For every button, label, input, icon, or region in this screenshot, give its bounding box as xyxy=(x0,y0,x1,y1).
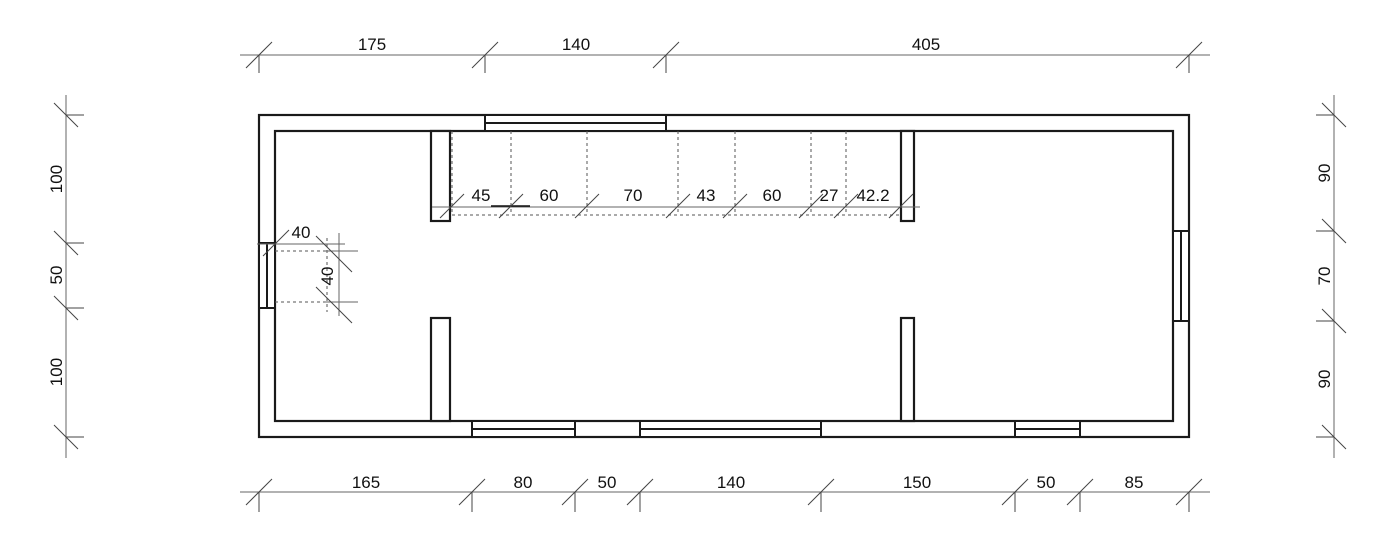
window-bottom-3 xyxy=(1014,420,1081,438)
window-right xyxy=(1172,230,1190,322)
window-left xyxy=(258,242,276,309)
pillar-left-bottom xyxy=(429,316,452,423)
window-bottom-2 xyxy=(639,420,822,438)
dim-top-2: 140 xyxy=(562,35,590,54)
dim-right-2: 70 xyxy=(1315,267,1334,286)
dim-bottom-4: 140 xyxy=(717,473,745,492)
dim-left-1: 100 xyxy=(47,165,66,193)
dim-bottom-5: 150 xyxy=(903,473,931,492)
dim-interior-3: 70 xyxy=(624,186,643,205)
dim-top-3: 405 xyxy=(912,35,940,54)
dim-bottom-3: 50 xyxy=(598,473,617,492)
windows xyxy=(258,114,1190,438)
dimension-chain-interior: 45 60 70 43 60 27 42.2 xyxy=(432,186,920,219)
pillar-right-bottom xyxy=(899,316,916,423)
dimension-chain-bottom: 165 80 50 140 150 50 85 xyxy=(240,473,1210,512)
dim-window-offset: 40 xyxy=(292,223,311,242)
dim-interior-1: 45 xyxy=(472,186,491,205)
dimension-left-window: 40 40 xyxy=(257,223,358,324)
dim-bottom-1: 165 xyxy=(352,473,380,492)
dim-right-3: 90 xyxy=(1315,370,1334,389)
dim-top-1: 175 xyxy=(358,35,386,54)
dim-right-1: 90 xyxy=(1315,164,1334,183)
window-bottom-1 xyxy=(471,420,576,438)
dim-left-3: 100 xyxy=(47,358,66,386)
dim-bottom-6: 50 xyxy=(1037,473,1056,492)
dim-interior-7: 42.2 xyxy=(856,186,889,205)
dim-left-2: 50 xyxy=(47,266,66,285)
walls xyxy=(257,113,1191,439)
dim-interior-5: 60 xyxy=(763,186,782,205)
dim-interior-4: 43 xyxy=(697,186,716,205)
pillar-right-top xyxy=(899,129,916,223)
window-top xyxy=(484,114,667,132)
pillar-left-top xyxy=(429,129,452,223)
interior-guides xyxy=(275,131,901,312)
dim-interior-6: 27 xyxy=(820,186,839,205)
dim-window-height: 40 xyxy=(318,267,337,286)
dim-bottom-7: 85 xyxy=(1125,473,1144,492)
dim-bottom-2: 80 xyxy=(514,473,533,492)
dimension-chain-top: 175 140 405 xyxy=(240,35,1210,73)
inner-wall xyxy=(273,129,1175,423)
outer-wall xyxy=(257,113,1191,439)
dim-interior-2: 60 xyxy=(540,186,559,205)
dimension-chain-left: 100 50 100 xyxy=(47,95,84,458)
dimension-chain-right: 90 70 90 xyxy=(1315,95,1347,458)
pillars xyxy=(429,129,916,423)
